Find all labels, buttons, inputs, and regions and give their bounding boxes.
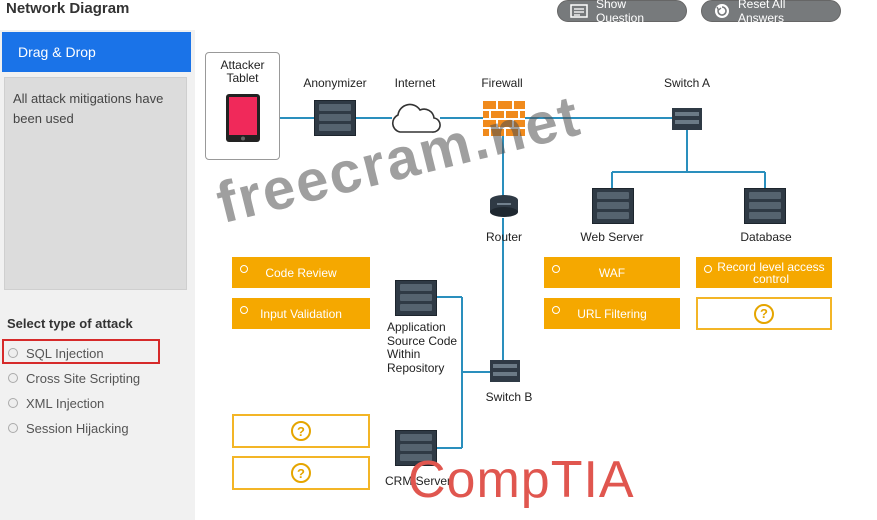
app-source-server-icon (395, 280, 437, 316)
attack-option-sql-injection[interactable]: SQL Injection (8, 343, 104, 363)
anonymizer-label: Anonymizer (303, 76, 367, 90)
switch-a-label: Switch A (663, 76, 711, 90)
slot-handle-icon (240, 306, 248, 314)
show-question-button[interactable]: Show Question (557, 0, 687, 25)
attacker-tablet-label: Attacker Tablet (220, 58, 265, 85)
attack-option-label: XML Injection (26, 395, 105, 411)
tablet-icon (225, 94, 260, 142)
database-server-icon (744, 188, 786, 224)
mitigation-slot-url-filtering[interactable]: URL Filtering (544, 298, 680, 329)
empty-drop-slot-crm-2[interactable]: ? (232, 456, 370, 490)
document-icon (570, 4, 588, 18)
mitigation-label: URL Filtering (577, 306, 647, 321)
cloud-icon (392, 103, 441, 133)
attack-option-label: Cross Site Scripting (26, 370, 141, 386)
select-attack-label: Select type of attack (7, 316, 133, 331)
attack-option-label: SQL Injection (26, 345, 104, 361)
radio-icon[interactable] (8, 423, 18, 433)
mitigation-slot-input-validation[interactable]: Input Validation (232, 298, 370, 329)
empty-drop-slot-database[interactable]: ? (696, 297, 832, 330)
firewall-label: Firewall (481, 76, 523, 90)
crm-server-icon (395, 430, 437, 466)
question-icon: ? (754, 303, 774, 324)
app-source-label: Application Source Code Within Repositor… (387, 320, 458, 375)
switch-b-label: Switch B (485, 390, 533, 404)
mitigation-label: Code Review (265, 265, 337, 280)
firewall-icon (483, 101, 525, 136)
radio-icon[interactable] (8, 373, 18, 383)
drag-drop-tab[interactable]: Drag & Drop (2, 32, 191, 72)
mitigation-label: Record level access control (717, 259, 825, 286)
web-server-icon (592, 188, 634, 224)
crm-server-label: CRM Server (384, 474, 451, 488)
mitigation-slot-waf[interactable]: WAF (544, 257, 680, 288)
selection-highlight (2, 339, 160, 364)
radio-icon[interactable] (8, 348, 18, 358)
reset-icon (715, 4, 729, 18)
question-icon: ? (291, 421, 311, 441)
mitigation-label: Input Validation (260, 306, 342, 321)
web-server-label: Web Server (580, 230, 644, 244)
slot-handle-icon (704, 265, 712, 273)
internet-label: Internet (394, 76, 436, 90)
router-icon (490, 195, 518, 217)
attack-option-cross-site-scripting[interactable]: Cross Site Scripting (8, 368, 140, 388)
database-label: Database (740, 230, 792, 244)
attacker-tablet-node: Attacker Tablet (205, 52, 280, 160)
radio-icon[interactable] (8, 398, 18, 408)
attack-option-label: Session Hijacking (26, 420, 129, 436)
router-label: Router (485, 230, 523, 244)
switch-icon (490, 360, 520, 382)
page-title: Network Diagram (6, 0, 130, 17)
comptia-logo: CompTIA (408, 451, 635, 509)
reset-answers-label: Reset All Answers (738, 0, 786, 25)
attack-option-session-hijacking[interactable]: Session Hijacking (8, 418, 129, 438)
show-question-label: Show Question (596, 0, 645, 25)
mitigation-slot-record-level[interactable]: Record level access control (696, 257, 832, 288)
empty-drop-slot-crm-1[interactable]: ? (232, 414, 370, 448)
switch-icon (672, 108, 702, 130)
drag-source-area: All attack mitigations have been used (4, 77, 187, 290)
attack-option-xml-injection[interactable]: XML Injection (8, 393, 104, 413)
reset-answers-button[interactable]: Reset All Answers (701, 0, 841, 25)
mitigation-label: WAF (598, 265, 626, 280)
slot-handle-icon (552, 306, 560, 314)
anonymizer-server-icon (314, 100, 356, 136)
drop-message: All attack mitigations have been used (13, 91, 164, 126)
slot-handle-icon (240, 265, 248, 273)
slot-handle-icon (552, 265, 560, 273)
question-icon: ? (291, 463, 311, 483)
mitigation-slot-code-review[interactable]: Code Review (232, 257, 370, 288)
